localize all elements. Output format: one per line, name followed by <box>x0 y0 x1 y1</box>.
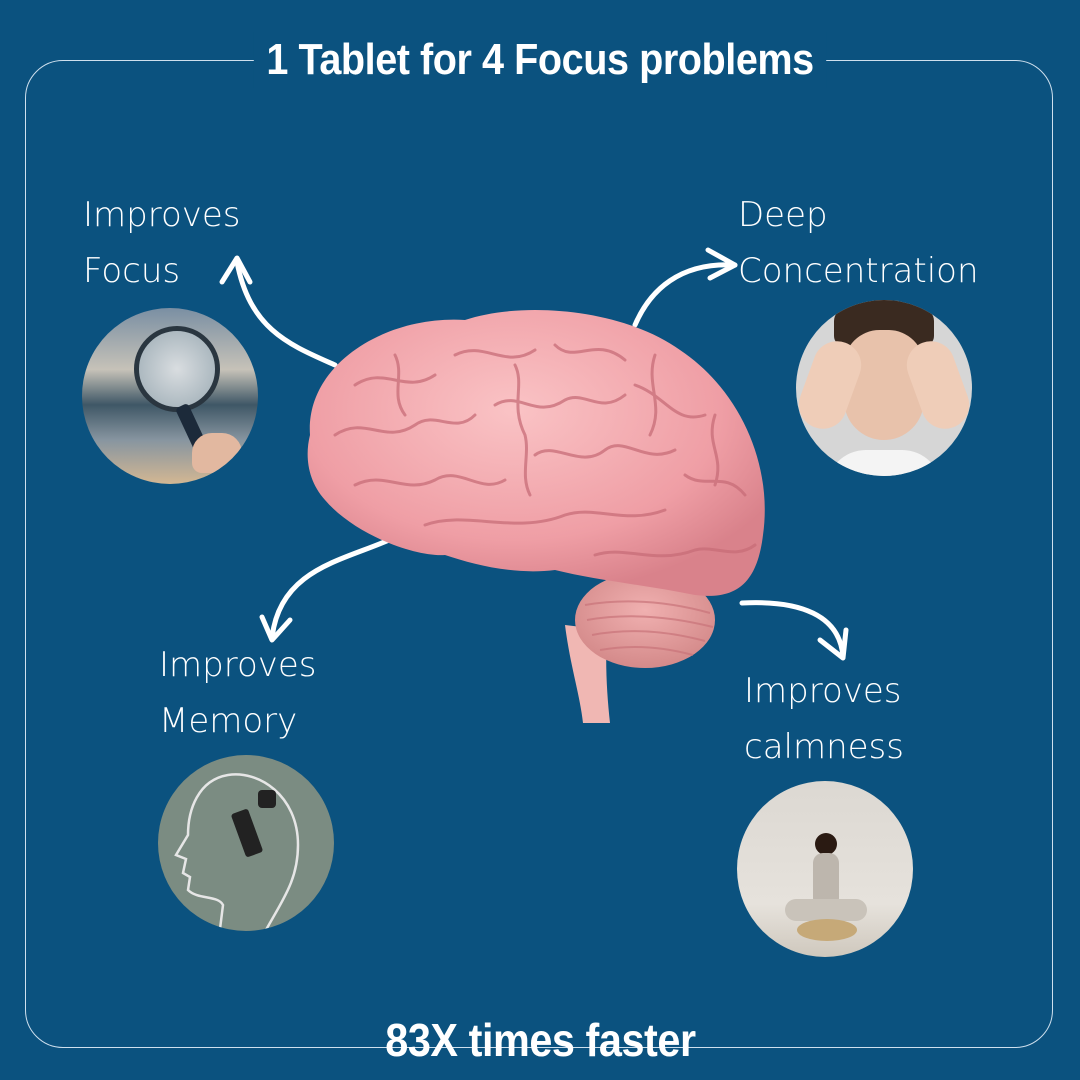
benefit-label-calmness: Improves calmness <box>744 663 904 775</box>
head-icon <box>815 833 837 855</box>
usb-cap-icon <box>258 790 276 808</box>
head-outline-icon <box>174 773 300 931</box>
benefit-line1: Improves <box>83 195 241 235</box>
usb-in-head-photo <box>158 755 334 931</box>
benefit-line2: Memory <box>159 701 298 741</box>
benefit-label-focus: Improves Focus <box>83 187 241 299</box>
footer-tagline: 83X times faster <box>384 1014 696 1066</box>
page-title: 1 Tablet for 4 Focus problems <box>253 32 827 88</box>
arrow-to-memory-icon <box>269 532 403 641</box>
arrow-to-calmness-icon <box>739 600 846 660</box>
benefit-line2: Concentration <box>738 251 979 291</box>
benefit-line1: Deep <box>738 195 828 235</box>
benefit-line2: calmness <box>744 727 904 767</box>
arrow-to-concentration-icon <box>632 262 738 328</box>
brain-illustration-icon <box>307 310 765 723</box>
benefit-line1: Improves <box>744 671 902 711</box>
cushion-icon <box>797 919 857 941</box>
hand-icon <box>192 433 242 473</box>
legs-icon <box>785 899 867 921</box>
arrow-to-focus-icon <box>234 259 338 368</box>
magnifier-lens-icon <box>134 326 220 412</box>
face-icon <box>844 330 924 440</box>
magnifying-glass-photo <box>82 308 258 484</box>
benefit-label-memory: Improves Memory <box>159 637 317 749</box>
benefit-line1: Improves <box>159 645 317 685</box>
woman-meditating-photo <box>737 781 913 957</box>
man-concentrating-photo <box>796 300 972 476</box>
benefit-label-concentration: Deep Concentration <box>738 187 979 299</box>
torso-icon <box>813 853 839 908</box>
shirt-icon <box>826 450 942 476</box>
benefit-line2: Focus <box>83 251 181 291</box>
